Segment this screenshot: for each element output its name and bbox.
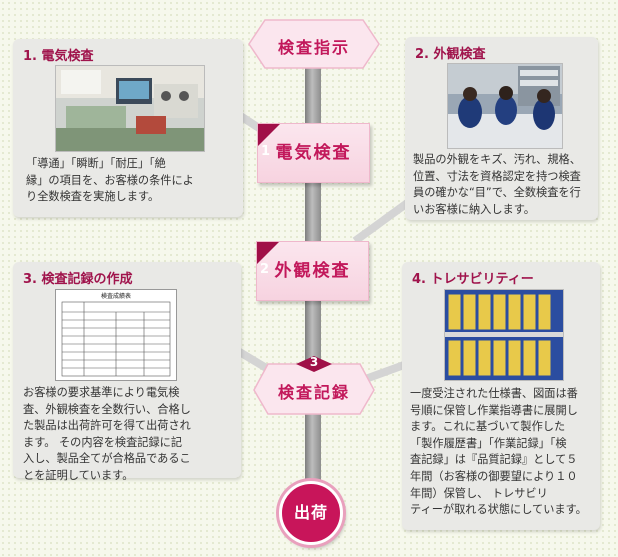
step-number: 1 [261,144,271,159]
card-line: 年間）保管し、 トレサビリ [410,486,548,500]
card-electrical-inspection: 1. 電気検査 「導通」「瞬断」「耐圧」「絶 縁」の項目を、お客様の条件によ り… [13,39,243,217]
card-line: 縁」の項目を、お客様の条件によ [26,173,194,187]
card-line: 「製作履歴書」「作業記録」「検 [410,436,567,450]
step-number-badge [258,124,280,146]
card-title: 3. 検査記録の作成 [23,272,133,287]
card-traceability: 4. トレサビリティー 一度受注された仕様書、 [402,262,600,530]
electrical-test-photo [55,65,205,152]
start-label: 検査指示 [277,38,350,57]
card-line: 製品の外観をキズ、汚れ、規格、 [413,153,581,166]
step-label: 検査記録 [277,383,350,402]
card-text: 製品の外観をキズ、汚れ、規格、 位置、寸法を資格認定を持つ検査 員の確かな“目”… [413,152,581,218]
step-label: 電気検査 [275,143,352,163]
card-line: 査、外観検査を全数行い、合格し [23,402,191,416]
card-text: 一度受注された仕様書、図面は番 号順に保管し作業指導書に展開し ます。これに基づ… [410,386,587,519]
card-line: 「導通」「瞬断」「耐圧」「絶 [26,157,166,170]
card-title: 1. 電気検査 [23,49,94,64]
card-line: 入し、製品全てが合格品であるこ [23,452,191,466]
card-line: 号順に保管し作業指導書に展開し [410,403,578,417]
start-diamond [248,19,380,69]
step-electrical-inspection: 1 電気検査 [257,123,370,183]
card-inspection-record: 3. 検査記録の作成 検査成績表 お客様の要求基準により電気検 査、外観検査を全 [13,262,241,482]
card-line: 査記録」は『品質記録』として５ [410,453,578,467]
step-record-diamond [253,356,375,415]
card-visual-inspection: 2. 外観検査 製品の外観をキズ、汚れ、規格、 位置、寸法を資格認定を持つ検査 … [405,37,598,220]
binder-shelf-photo [444,289,564,381]
card-text: お客様の要求基準により電気検 査、外観検査を全数行い、合格し た製品は出荷許可を… [23,385,191,485]
card-title: 4. トレサビリティー [412,272,534,287]
card-line: り全数検査を実施します。 [26,190,160,204]
step-number: 3 [309,355,319,369]
step-number-badge [257,242,279,264]
card-line: 年間（お客様の御要望により１０ [410,469,578,483]
step-visual-inspection: 2 外観検査 [256,241,369,301]
card-line: ティーが取れる状態にしています。 [410,503,587,517]
visual-inspection-photo [447,63,563,149]
step-label: 外観検査 [274,261,351,281]
card-title: 2. 外観検査 [415,47,486,62]
card-line: た製品は出荷許可を得て出荷され [23,419,191,433]
card-line: ます。 その内容を検査記録に記 [23,435,183,449]
card-line: お客様の要求基準により電気検 [23,386,180,399]
card-line: 一度受注された仕様書、図面は番 [410,387,578,400]
card-text: 「導通」「瞬断」「耐圧」「絶 縁」の項目を、お客様の条件によ り全数検査を実施し… [26,156,194,206]
card-line: 員の確かな“目”で、全数検査を行 [413,186,581,200]
card-line: ます。これに基づいて製作した [410,420,566,434]
document-title: 検査成績表 [100,293,131,300]
card-line: いお客様に納入します。 [413,202,535,216]
inspection-record-document: 検査成績表 [55,289,177,381]
card-line: 位置、寸法を資格認定を持つ検査 [413,169,581,183]
card-line: とを証明しています。 [23,468,134,482]
step-number: 2 [260,262,270,277]
shipping-circle: 出荷 [279,481,343,545]
